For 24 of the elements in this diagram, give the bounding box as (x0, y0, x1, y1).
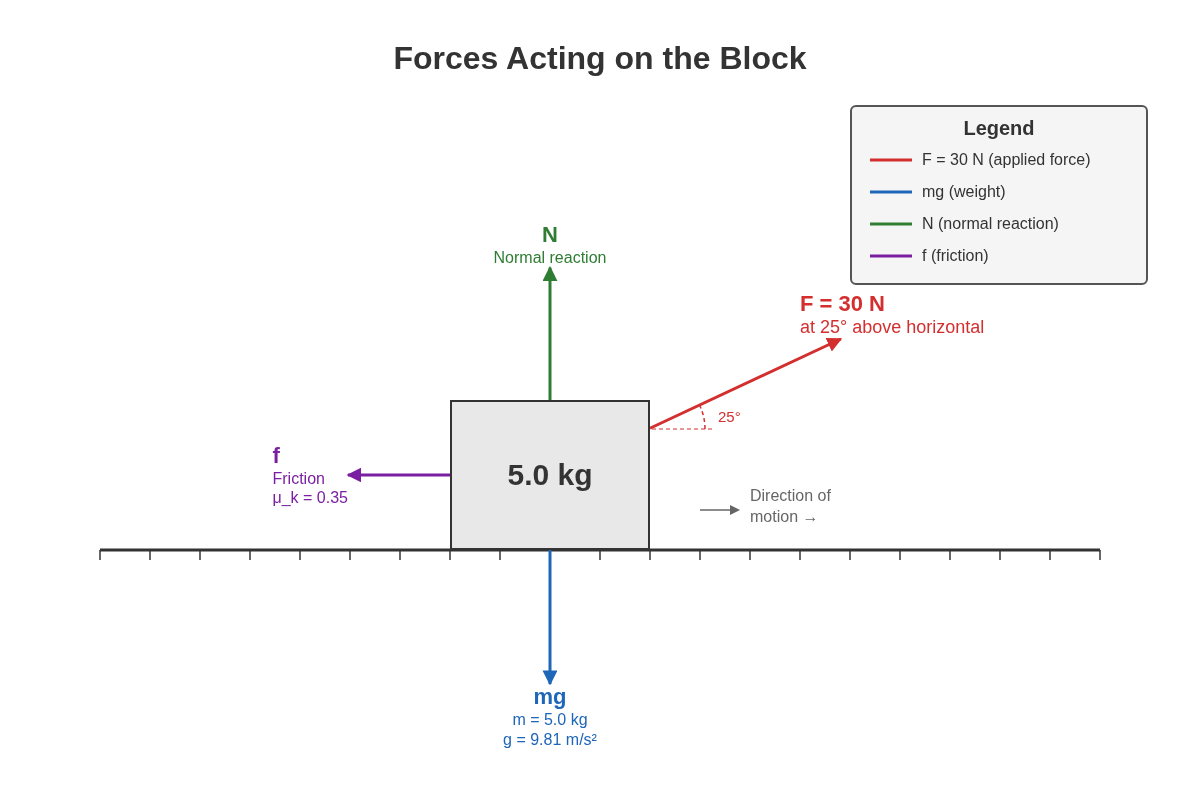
title: Forces Acting on the Block (392, 40, 808, 77)
direction-note: Direction of motion → (750, 486, 832, 527)
force-description: Normal reaction (493, 248, 607, 268)
legend-text: mg (weight) (922, 183, 1006, 201)
angle-label: 25° (718, 408, 741, 425)
force-description: Friction (272, 469, 325, 489)
legend-text: F = 30 N (applied force) (922, 151, 1091, 169)
legend-text: f (friction) (922, 247, 989, 265)
force-arrow (649, 337, 843, 430)
block (450, 400, 650, 550)
legend-title: Legend (962, 117, 1036, 140)
force-description: g = 9.81 m/s² (503, 729, 597, 749)
force-symbol: F = 30 N (800, 291, 885, 318)
force-description: at 25° above horizontal (800, 317, 985, 339)
force-description: μ_k = 0.35 (272, 488, 348, 508)
force-symbol: N (542, 222, 558, 249)
force-arrow (542, 266, 558, 400)
force-symbol: f (272, 442, 280, 469)
force-description: m = 5.0 kg (512, 710, 588, 730)
force-arrow (542, 550, 558, 686)
mass-label: 5.0 kg (507, 458, 593, 492)
legend-text: N (normal reaction) (922, 215, 1059, 233)
force-arrow (346, 467, 450, 483)
force-symbol: mg (533, 684, 567, 711)
